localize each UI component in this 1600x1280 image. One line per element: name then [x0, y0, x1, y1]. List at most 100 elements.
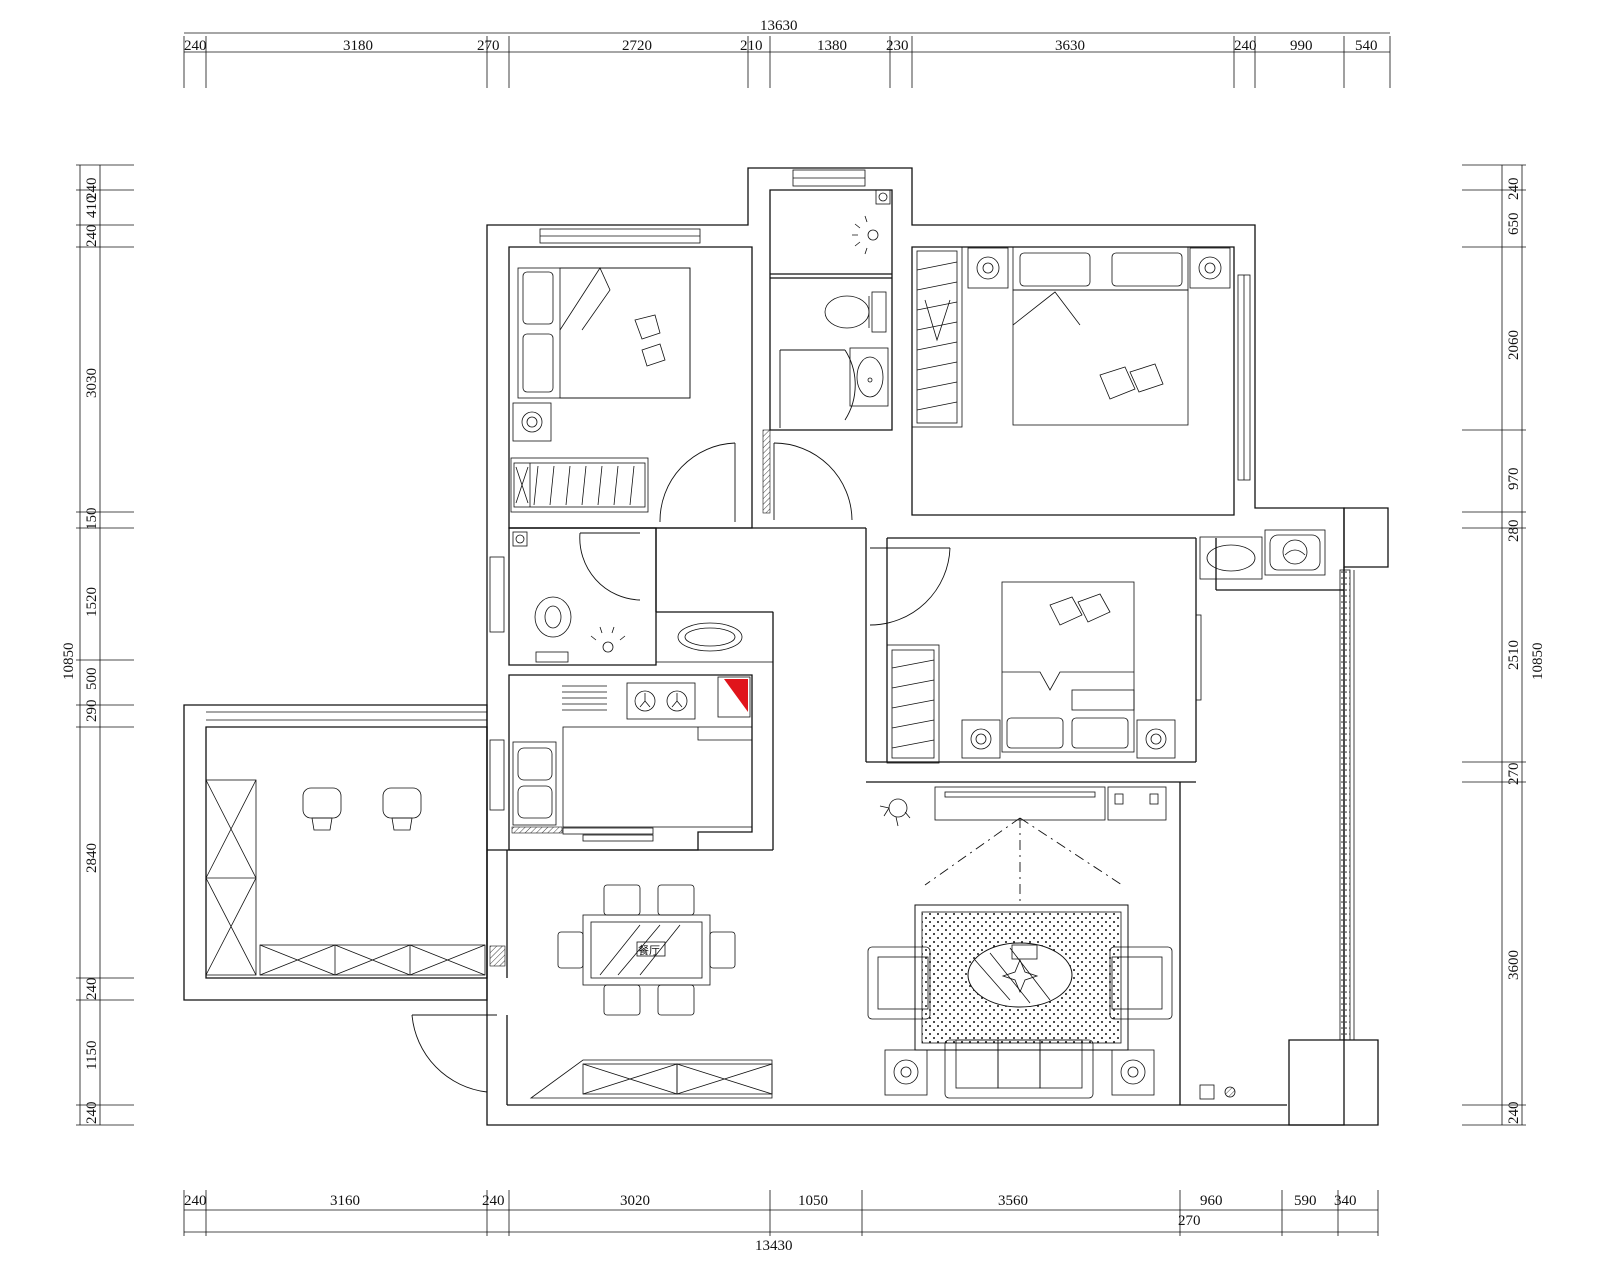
living-room [867, 786, 1173, 1099]
nightstand-lamp-icon [1136, 719, 1176, 759]
top-dimension-label: 1380 [817, 38, 847, 54]
vent-icon [562, 685, 607, 711]
coffee-table [967, 942, 1073, 1008]
right-dimension-label: 240 [1506, 178, 1522, 201]
left-dimension-label: 240 [84, 978, 100, 1001]
right-dimension-label: 650 [1506, 213, 1522, 236]
right-dimension-label: 280 [1506, 520, 1522, 543]
utility-corner [1199, 529, 1326, 1100]
right-dimension-label: 3600 [1506, 950, 1522, 980]
top-dimension-label: 3630 [1055, 38, 1085, 54]
bedroom-2 [886, 581, 1176, 764]
toilet-icon [824, 291, 887, 333]
bottom-dimension-label: 1050 [798, 1193, 828, 1209]
fridge-red-mark [724, 679, 748, 712]
top-dimension-label: 540 [1355, 38, 1378, 54]
right-total-dimension: 10850 [1530, 643, 1546, 681]
bed-1 [517, 267, 691, 399]
top-dimension-label: 3180 [343, 38, 373, 54]
dining-chairs [557, 884, 736, 1016]
bottom-dimension-label: 3560 [998, 1193, 1028, 1209]
water-heater-icon [1264, 529, 1326, 576]
top-dimension-label: 270 [477, 38, 500, 54]
washbasin-icon [1199, 536, 1263, 580]
left-total-dimension: 10850 [61, 643, 77, 681]
bottom-extra-dimension: 270 [1178, 1213, 1201, 1229]
sink-icon [512, 741, 557, 826]
bedroom-1 [510, 267, 691, 513]
side-table-lamp-icon [1111, 1049, 1155, 1096]
bathroom-1 [824, 189, 891, 407]
dimension-ticks [76, 36, 1526, 1236]
kitchen [512, 676, 753, 828]
doors [411, 349, 1202, 1093]
left-dimension-label: 410 [84, 196, 100, 219]
washbasin-icon [655, 611, 774, 663]
bed-master [1012, 289, 1189, 426]
nightstand-lamp-icon [512, 402, 552, 442]
nightstand-lamp-icon [961, 719, 1001, 759]
windows [489, 169, 1251, 811]
wardrobe-1 [510, 457, 649, 513]
left-dimension-label: 3030 [84, 368, 100, 398]
side-table-lamp-icon [884, 1049, 928, 1096]
bottom-dimension-label: 3160 [330, 1193, 360, 1209]
sideboard [529, 1059, 773, 1099]
top-dimension-label: 210 [740, 38, 763, 54]
shower-icon [852, 215, 879, 255]
squat-toilet-icon [534, 596, 572, 663]
left-dimension-label: 240 [84, 1102, 100, 1125]
left-dimension-label: 240 [84, 178, 100, 201]
top-dimension-label: 240 [184, 38, 207, 54]
plant-icon [879, 798, 911, 827]
bottom-dimension-label: 960 [1200, 1193, 1223, 1209]
top-dimension-label: 240 [1234, 38, 1257, 54]
left-dimension-chain: 10850 [61, 165, 101, 1125]
dining-sign-label: 餐厅 [638, 943, 660, 957]
right-dimension-label: 270 [1506, 763, 1522, 786]
sofa [944, 1039, 1094, 1099]
bottom-dimension-label: 590 [1294, 1193, 1317, 1209]
right-dimension-label: 2510 [1506, 640, 1522, 670]
bathroom-2 [512, 531, 774, 663]
low-cabinet [259, 944, 486, 976]
bottom-total-dimension: 13430 [755, 1238, 793, 1254]
nightstand-lamp-icon [1189, 247, 1231, 289]
top-dimension-label: 990 [1290, 38, 1313, 54]
walls [183, 167, 1389, 1126]
bookcase-tall [205, 779, 257, 976]
bottom-dimension-chain: 13430 270 [184, 1209, 1378, 1254]
gas-stove-icon [626, 682, 696, 720]
bottom-dimension-label: 240 [482, 1193, 505, 1209]
wardrobe-2 [886, 644, 940, 764]
top-dimension-label: 230 [886, 38, 909, 54]
left-dimension-label: 150 [84, 508, 100, 531]
right-dimension-label: 970 [1506, 468, 1522, 491]
left-dimension-label: 1150 [84, 1041, 100, 1070]
right-dimension-chain: 10850 [1501, 165, 1546, 1125]
floor-drain-icon [590, 626, 626, 653]
washbasin-icon [849, 347, 889, 407]
right-dimension-label: 2060 [1506, 330, 1522, 360]
left-dimension-label: 1520 [84, 587, 100, 617]
left-dimension-label: 500 [84, 668, 100, 691]
tv-cabinet [934, 786, 1167, 821]
left-dimension-label: 240 [84, 225, 100, 248]
top-total-dimension: 13630 [760, 18, 798, 34]
fridge-icon [717, 676, 751, 718]
master-bedroom [911, 246, 1231, 428]
dimension-texts: 240 3180 270 2720 210 1380 230 3630 240 990 540 240… [84, 38, 1522, 1209]
study [205, 779, 486, 976]
bed-2 [1001, 581, 1135, 753]
left-dimension-label: 290 [84, 700, 100, 723]
bottom-dimension-label: 240 [184, 1193, 207, 1209]
bottom-dimension-label: 3020 [620, 1193, 650, 1209]
armchair-left [867, 946, 931, 1020]
bottom-dimension-label: 340 [1334, 1193, 1357, 1209]
armchair-right [1109, 946, 1173, 1020]
top-dimension-label: 2720 [622, 38, 652, 54]
left-dimension-label: 2840 [84, 843, 100, 873]
office-chair-icon [382, 787, 422, 831]
office-chair-icon [302, 787, 342, 831]
